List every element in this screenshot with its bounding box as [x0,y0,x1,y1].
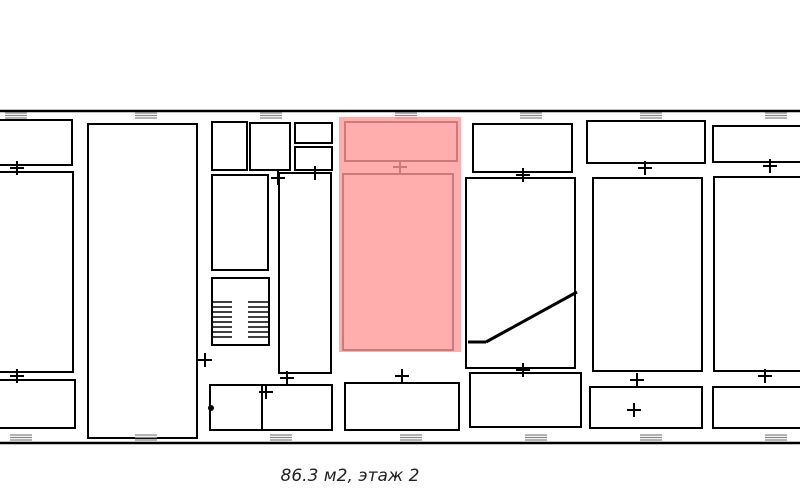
window-icon [640,434,662,441]
room [586,120,706,164]
selected-unit-highlight[interactable] [339,117,461,352]
room [713,176,800,372]
room [211,121,248,171]
room [472,123,573,173]
window-icon [260,112,282,119]
room [261,384,333,431]
room [0,171,74,373]
room [344,382,460,431]
room [0,119,73,166]
outer-wall [0,109,800,445]
fixture-icon [208,405,214,411]
window-icon [10,434,32,441]
room [294,146,333,171]
window-icon [270,434,292,441]
room [712,386,800,429]
room [465,177,576,369]
window-icon [135,112,157,119]
partition [485,290,578,344]
room [209,384,263,431]
window-icon [400,434,422,441]
room [0,379,76,429]
window-icon [5,112,27,119]
room [469,372,582,428]
room [211,174,269,271]
room [249,122,291,171]
room [712,125,800,163]
room [87,123,198,439]
unit-caption: 86.3 м2, этаж 2 [280,466,420,486]
window-icon [640,112,662,119]
building-walls [0,109,800,445]
window-icon [765,434,787,441]
room [294,122,333,144]
plan-details [5,112,787,441]
room [589,386,703,429]
room [592,177,703,372]
room [278,172,332,374]
window-icon [520,112,542,119]
window-icon [135,434,157,441]
window-icon [525,434,547,441]
window-icon [765,112,787,119]
